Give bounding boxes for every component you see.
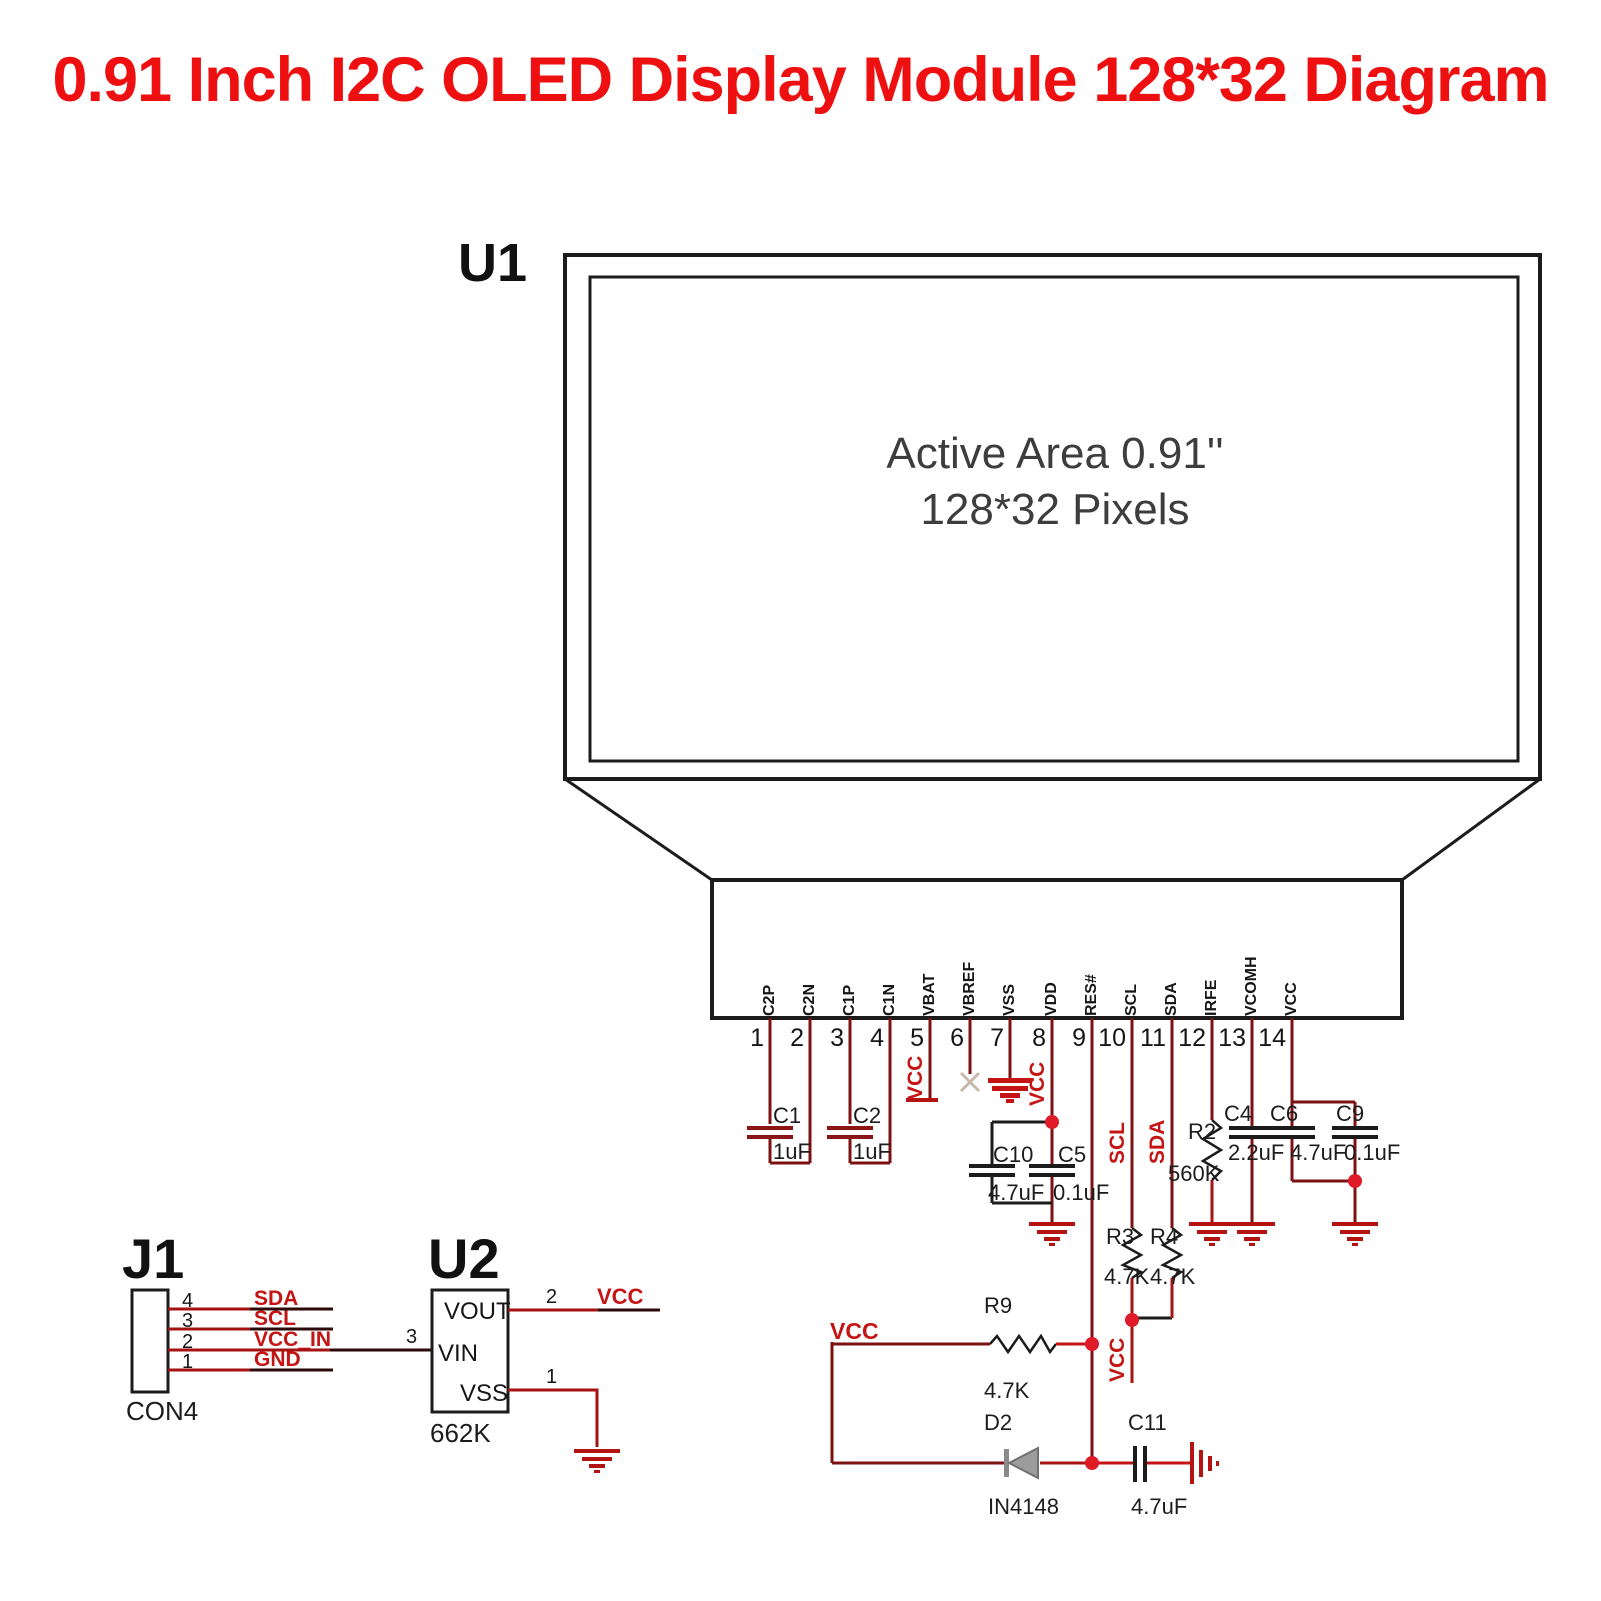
pin-name-c1p: C1P xyxy=(841,984,858,1016)
pin-number-14: 14 xyxy=(1258,1024,1286,1052)
pin-number-8: 8 xyxy=(1032,1024,1046,1052)
pin-name-vbref: VBREF xyxy=(961,961,978,1016)
j1-net-vcc-in: VCC_IN xyxy=(254,1328,332,1351)
net-label-vcc-vdd: VCC xyxy=(1026,1061,1049,1106)
pin-name-c2p: C2P xyxy=(761,984,778,1016)
pin-number-7: 7 xyxy=(990,1024,1004,1052)
net-label-scl: SCL xyxy=(1106,1122,1129,1164)
pin-number-11: 11 xyxy=(1140,1024,1166,1052)
resistor-legs xyxy=(1130,1180,1214,1383)
u2-pin-vss-label: VSS xyxy=(460,1380,509,1407)
ground-symbols xyxy=(574,1078,1378,1484)
reset-circuit-wires xyxy=(830,1342,1190,1465)
u2-pin-number-3: 3 xyxy=(406,1326,418,1348)
d2-value: IN4148 xyxy=(988,1494,1059,1519)
r2-ref: R2 xyxy=(1188,1119,1217,1144)
r2-value: 560K xyxy=(1168,1161,1220,1186)
r4-value: 4.7K xyxy=(1150,1264,1196,1289)
pin-number-13: 13 xyxy=(1218,1024,1246,1052)
u2-ref-label: U2 xyxy=(428,1227,500,1290)
net-label-sda: SDA xyxy=(1146,1119,1169,1164)
pin-number-12: 12 xyxy=(1178,1024,1206,1052)
j1-pin-number-4: 4 xyxy=(182,1290,194,1312)
active-area-line2: 128*32 Pixels xyxy=(920,485,1190,534)
pin-name-vbat: VBAT xyxy=(921,973,938,1016)
active-area-line1: Active Area 0.91'' xyxy=(886,429,1224,478)
no-connect-x-icon xyxy=(959,1071,981,1093)
c2-ref: C2 xyxy=(853,1103,882,1128)
j1-pin-number-3: 3 xyxy=(182,1310,194,1332)
c6-value: 4.7uF xyxy=(1290,1140,1347,1165)
resistor-symbols xyxy=(989,1119,1224,1355)
pin-name-res: RES# xyxy=(1083,974,1100,1016)
u2-pin-vin-label: VIN xyxy=(438,1340,479,1367)
net-label-vcc-vbat: VCC xyxy=(904,1055,927,1100)
j1-ref-label: J1 xyxy=(122,1227,185,1290)
r4-ref: R4 xyxy=(1150,1224,1179,1249)
diode-symbol xyxy=(1004,1446,1039,1480)
c2-value: 1uF xyxy=(853,1139,891,1164)
c9-value: 0.1uF xyxy=(1344,1140,1401,1165)
c6-ref: C6 xyxy=(1270,1101,1299,1126)
u2-wires xyxy=(508,1308,660,1447)
u2-part-label: 662K xyxy=(430,1418,491,1448)
pin-number-5: 5 xyxy=(910,1024,924,1052)
j1-pin-number-1: 1 xyxy=(182,1351,194,1373)
pin-name-c2n: C2N xyxy=(801,983,818,1016)
pin-name-sda: SDA xyxy=(1163,982,1180,1016)
u2-pin-number-2: 2 xyxy=(546,1286,558,1308)
junction-dots xyxy=(1045,1115,1362,1470)
pin-number-3: 3 xyxy=(830,1024,844,1052)
r3-ref: R3 xyxy=(1106,1224,1135,1249)
pin-number-1: 1 xyxy=(750,1024,764,1052)
c11-value: 4.7uF xyxy=(1131,1494,1188,1519)
pin-name-irfe: IRFE xyxy=(1203,979,1220,1016)
pin-number-4: 4 xyxy=(870,1024,884,1052)
oled-module-outline xyxy=(563,253,1542,1020)
j1-symbol xyxy=(130,1288,170,1394)
pin-name-vcc: VCC xyxy=(1283,982,1300,1016)
c10-ref: C10 xyxy=(993,1142,1034,1167)
c5-ref: C5 xyxy=(1058,1142,1087,1167)
net-label-vcc-pullup: VCC xyxy=(1106,1337,1129,1382)
u2-pin-number-1: 1 xyxy=(546,1366,558,1388)
pin-name-scl: SCL xyxy=(1123,984,1140,1016)
pin-number-2: 2 xyxy=(790,1024,804,1052)
active-area-text: Active Area 0.91'' 128*32 Pixels xyxy=(690,426,1420,538)
u1-ref-label: U1 xyxy=(458,233,528,293)
d2-ref: D2 xyxy=(984,1410,1013,1435)
pin-number-10: 10 xyxy=(1098,1024,1126,1052)
u2-symbol xyxy=(430,1288,510,1414)
u2-pin-vout-label: VOUT xyxy=(444,1298,511,1325)
page-title: 0.91 Inch I2C OLED Display Module 128*32… xyxy=(52,45,1549,115)
pin-name-c1n: C1N xyxy=(881,983,898,1016)
net-label-vcc-reset: VCC xyxy=(830,1318,879,1344)
u2-vout-net-label: VCC xyxy=(597,1284,644,1309)
capacitor-plates xyxy=(747,1126,1378,1482)
c11-ref: C11 xyxy=(1128,1410,1167,1435)
c1-value: 1uF xyxy=(773,1139,811,1164)
pin-number-6: 6 xyxy=(950,1024,964,1052)
j1-pin-number-2: 2 xyxy=(182,1331,194,1353)
pin-name-vss: VSS xyxy=(1001,983,1018,1016)
j1-net-sda: SDA xyxy=(254,1287,299,1310)
c1-ref: C1 xyxy=(773,1103,802,1128)
c10-value: 4.7uF xyxy=(988,1180,1045,1205)
j1-footprint-label: CON4 xyxy=(126,1396,199,1426)
c5-value: 0.1uF xyxy=(1053,1180,1110,1205)
r3-value: 4.7K xyxy=(1104,1264,1150,1289)
r9-value: 4.7K xyxy=(984,1378,1030,1403)
pin-name-vdd: VDD xyxy=(1043,982,1060,1016)
c4-ref: C4 xyxy=(1224,1101,1253,1126)
pin-name-vcomh: VCOMH xyxy=(1243,956,1260,1016)
j1-net-gnd: GND xyxy=(254,1348,301,1371)
c9-ref: C9 xyxy=(1336,1101,1365,1126)
j1-wires xyxy=(168,1307,432,1372)
pin-number-9: 9 xyxy=(1072,1024,1086,1052)
j1-net-scl: SCL xyxy=(254,1307,296,1330)
r9-ref: R9 xyxy=(984,1293,1013,1318)
pin-wires xyxy=(768,1018,1357,1463)
c4-value: 2.2uF xyxy=(1228,1140,1285,1165)
